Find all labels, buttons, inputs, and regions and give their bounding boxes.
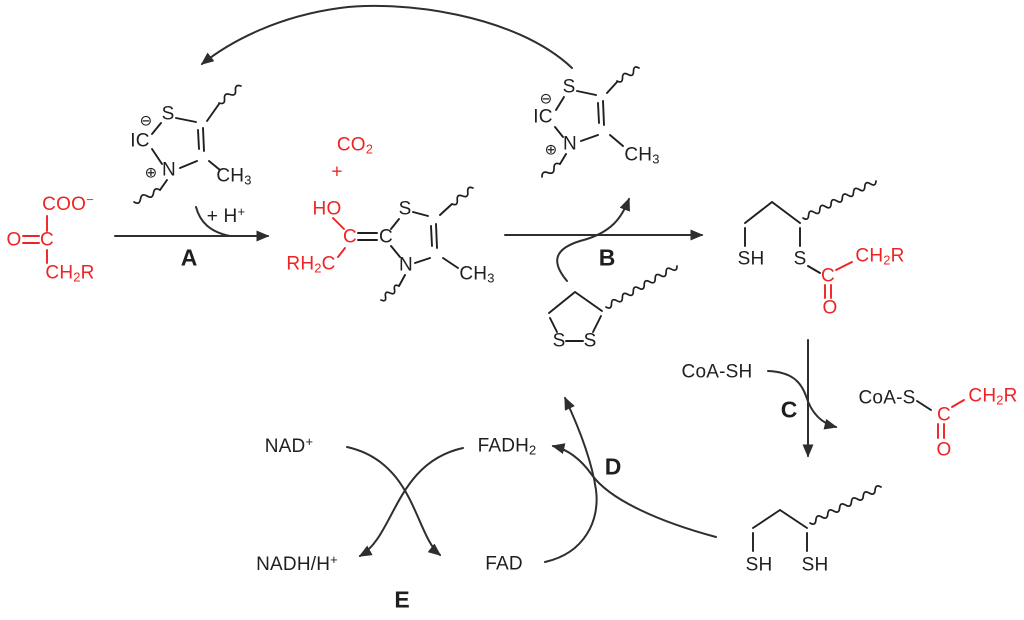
coa-s-bond xyxy=(916,400,932,411)
acyl-red-bonds xyxy=(824,261,853,299)
dithiol-tether xyxy=(809,485,882,525)
step-b-ylide-curve xyxy=(556,197,630,282)
ylide2-bottom-tether xyxy=(541,162,561,178)
ylide1-top-tether xyxy=(218,84,242,105)
step-c-coa-curve xyxy=(767,370,838,430)
enamine-bottom-tether xyxy=(380,284,400,302)
bonds-black xyxy=(151,81,932,552)
ylide2-top-tether xyxy=(616,66,640,83)
ylide-recycle-arc xyxy=(200,4,573,69)
dithiol-chain-bonds xyxy=(752,509,808,552)
acyl-chain-bonds xyxy=(744,201,821,274)
bonds-red xyxy=(22,215,965,439)
dithiolane-tether xyxy=(605,265,678,309)
enamine-ring-bonds xyxy=(357,203,459,287)
ylide1-bottom-tether xyxy=(133,187,161,205)
wavy-tethers xyxy=(133,66,882,525)
step-d-to-disulfide xyxy=(544,396,598,563)
dithiolane-ring-bonds xyxy=(548,291,603,342)
enamine-top-tether xyxy=(451,186,474,206)
ylide1-ring-bonds xyxy=(151,103,221,191)
coa-red-bonds xyxy=(937,399,965,439)
enamine-red-bonds xyxy=(332,217,346,258)
ylide2-ring-bonds xyxy=(554,81,624,165)
arrows xyxy=(114,4,838,563)
ketoacid-bonds xyxy=(22,215,48,264)
step-a-proton-curve xyxy=(195,206,231,237)
step-e-nad-curve xyxy=(346,446,442,556)
acyl-tether xyxy=(802,180,877,221)
step-d-to-fadh2 xyxy=(551,443,717,538)
step-e-fadh2-curve xyxy=(358,447,464,557)
